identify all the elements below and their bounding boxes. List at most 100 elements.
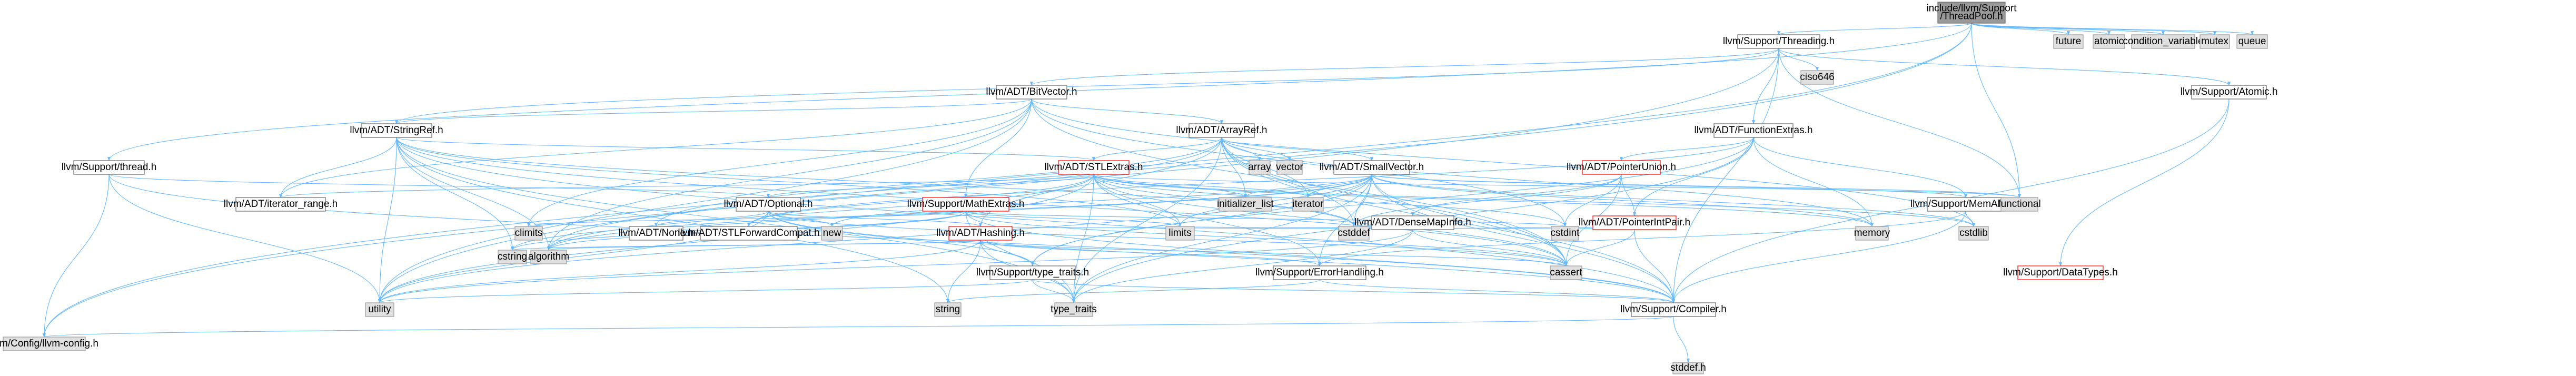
node-box bbox=[1249, 160, 1271, 175]
node-mathextras[interactable]: llvm/Support/MathExtras.h bbox=[907, 197, 1025, 212]
node-box bbox=[989, 265, 1076, 280]
node-datatypes[interactable]: llvm/Support/DataTypes.h bbox=[2003, 265, 2118, 280]
edge-pointerunion-to-densemapinfo bbox=[1411, 174, 1622, 216]
node-algorithm[interactable]: algorithm bbox=[528, 250, 569, 264]
node-stringref[interactable]: llvm/ADT/StringRef.h bbox=[350, 123, 443, 138]
node-memalloc[interactable]: llvm/Support/MemAlloc.h bbox=[1910, 197, 2021, 212]
edge-sthread-to-optional bbox=[108, 174, 770, 198]
node-hashing[interactable]: llvm/ADT/Hashing.h bbox=[936, 226, 1025, 241]
node-label: llvm/Support/type_traits.h bbox=[976, 267, 1089, 278]
node-label: llvm/Support/ErrorHandling.h bbox=[1255, 267, 1384, 278]
node-box bbox=[1958, 226, 1989, 241]
node-cstddef[interactable]: cstddef bbox=[1337, 226, 1370, 241]
node-box bbox=[821, 226, 843, 241]
edge-stringref-to-stlextras bbox=[396, 137, 1095, 161]
node-optional[interactable]: llvm/ADT/Optional.h bbox=[724, 197, 813, 212]
node-box bbox=[1800, 70, 1834, 85]
edge-mathextras-to-limits bbox=[965, 211, 1182, 227]
node-pointerintpair[interactable]: llvm/ADT/PointerIntPair.h bbox=[1579, 215, 1690, 230]
edge-optional-to-hashing bbox=[768, 211, 982, 227]
edge-stlextras-to-functional bbox=[1093, 174, 2021, 198]
node-label: llvm/ADT/iterator_range.h bbox=[224, 199, 338, 210]
node-box bbox=[514, 226, 543, 241]
edge-memalloc-to-cstdlib bbox=[1965, 211, 1976, 227]
node-future[interactable]: future bbox=[2053, 34, 2084, 49]
node-densemapinfo[interactable]: llvm/ADT/DenseMapInfo.h bbox=[1354, 215, 1471, 230]
edge-errorhandling-to-compiler bbox=[1319, 279, 1675, 303]
node-new[interactable]: new bbox=[821, 226, 843, 241]
node-cstring[interactable]: cstring bbox=[498, 250, 527, 264]
node-root[interactable]: include/llvm/Support/ThreadPool.h bbox=[1926, 2, 2017, 24]
edge-stringref-to-compiler bbox=[396, 137, 1675, 303]
node-box bbox=[1855, 226, 1889, 241]
node-condvar[interactable]: condition_variable bbox=[2123, 34, 2204, 49]
node-cstdlib[interactable]: cstdlib bbox=[1958, 226, 1989, 241]
node-box bbox=[2191, 85, 2267, 100]
node-stddef[interactable]: stddef.h bbox=[1670, 362, 1706, 374]
node-typetraitsh[interactable]: llvm/Support/type_traits.h bbox=[976, 265, 1089, 280]
node-vector[interactable]: vector bbox=[1276, 160, 1304, 175]
edge-threading-to-compiler bbox=[1671, 48, 1779, 303]
edge-funcextras-to-memalloc bbox=[1753, 137, 1968, 198]
edge-bitvector-to-utility bbox=[378, 98, 1032, 303]
edge-typetraitsh-to-type_traits bbox=[1032, 279, 1076, 303]
edge-hashing-to-cassert bbox=[980, 240, 1568, 266]
node-cassert[interactable]: cassert bbox=[1550, 265, 1582, 280]
node-iterrange[interactable]: llvm/ADT/iterator_range.h bbox=[224, 197, 338, 212]
node-stlextras[interactable]: llvm/ADT/STLExtras.h bbox=[1045, 160, 1143, 175]
node-compiler[interactable]: llvm/Support/Compiler.h bbox=[1620, 302, 1727, 317]
edge-root-to-functional bbox=[1971, 23, 2022, 198]
node-satomic[interactable]: llvm/Support/Atomic.h bbox=[2181, 85, 2278, 100]
node-label: llvm/ADT/StringRef.h bbox=[350, 125, 443, 136]
node-smallvector[interactable]: llvm/ADT/SmallVector.h bbox=[1320, 160, 1424, 175]
node-stlforward[interactable]: llvm/ADT/STLForwardCompat.h bbox=[678, 226, 820, 241]
edge-hashing-to-typetraitsh bbox=[980, 240, 1035, 266]
node-sthread[interactable]: llvm/Support/thread.h bbox=[62, 160, 157, 175]
node-atomic[interactable]: atomic bbox=[2093, 34, 2125, 49]
node-utility[interactable]: utility bbox=[365, 302, 394, 317]
node-pointerunion[interactable]: llvm/ADT/PointerUnion.h bbox=[1567, 160, 1676, 175]
edge-root-to-future bbox=[1971, 23, 2070, 35]
node-label: new bbox=[823, 227, 841, 239]
node-memory[interactable]: memory bbox=[1854, 226, 1890, 241]
node-box bbox=[2053, 34, 2084, 49]
node-errorhandling[interactable]: llvm/Support/ErrorHandling.h bbox=[1255, 265, 1384, 280]
edge-stringref-to-iterrange bbox=[279, 137, 397, 198]
node-string[interactable]: string bbox=[934, 302, 962, 317]
node-climits[interactable]: climits bbox=[514, 226, 543, 241]
node-ciso646[interactable]: ciso646 bbox=[1800, 70, 1835, 85]
node-box bbox=[1218, 197, 1272, 212]
edge-optional-to-none bbox=[655, 211, 769, 227]
edge-smallvector-to-cstring bbox=[511, 174, 1372, 251]
node-label: string bbox=[936, 304, 960, 315]
node-initlist[interactable]: initializer_list bbox=[1217, 197, 1274, 212]
node-box bbox=[235, 197, 326, 212]
node-label: memory bbox=[1854, 227, 1890, 239]
node-limits[interactable]: limits bbox=[1165, 226, 1195, 241]
node-bitvector[interactable]: llvm/ADT/BitVector.h bbox=[986, 85, 1077, 100]
edge-funcextras-to-stlforward bbox=[747, 137, 1754, 227]
node-queue[interactable]: queue bbox=[2236, 34, 2268, 49]
edge-bitvector-to-algorithm bbox=[547, 98, 1032, 251]
node-iterator[interactable]: iterator bbox=[1292, 197, 1324, 212]
node-arrayref[interactable]: llvm/ADT/ArrayRef.h bbox=[1176, 123, 1267, 138]
node-label: cstdint bbox=[1551, 227, 1580, 239]
node-functional[interactable]: functional bbox=[1998, 197, 2041, 212]
node-array[interactable]: array bbox=[1248, 160, 1271, 175]
edge-arrayref-to-smallvector bbox=[1221, 137, 1373, 161]
node-funcextras[interactable]: llvm/ADT/FunctionExtras.h bbox=[1695, 123, 1813, 138]
node-none[interactable]: llvm/ADT/None.h bbox=[618, 226, 694, 241]
node-cstdint[interactable]: cstdint bbox=[1551, 226, 1580, 241]
edge-threading-to-bitvector bbox=[1030, 48, 1779, 86]
node-type_traits[interactable]: type_traits bbox=[1051, 302, 1097, 317]
node-label: climits bbox=[515, 227, 543, 239]
node-box bbox=[2131, 34, 2195, 49]
node-threading[interactable]: llvm/Support/Threading.h bbox=[1723, 34, 1835, 49]
node-box bbox=[2000, 197, 2038, 212]
edge-densemapinfo-to-type_traits bbox=[1072, 229, 1413, 303]
node-mutex[interactable]: mutex bbox=[2199, 34, 2230, 49]
node-box bbox=[1371, 215, 1454, 230]
edge-mathextras-to-cassert bbox=[965, 211, 1568, 266]
node-llvmconfig[interactable]: llvm/Config/llvm-config.h bbox=[0, 337, 98, 351]
